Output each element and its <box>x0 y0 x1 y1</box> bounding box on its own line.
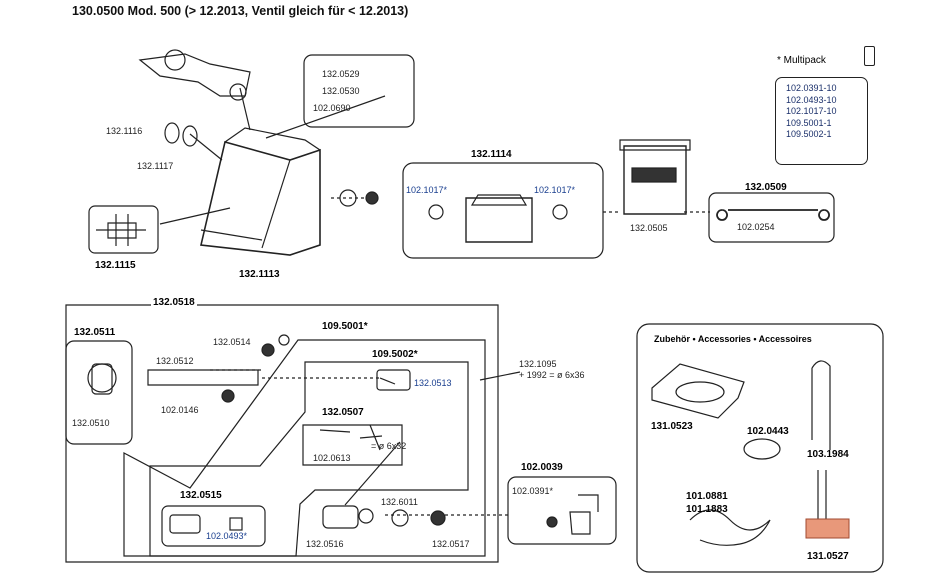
part-label: 132.0511 <box>74 327 116 338</box>
part-label: 102.0443 <box>747 426 789 437</box>
part-label: 102.1017* <box>406 185 448 195</box>
part-label: 132.0509 <box>745 182 787 193</box>
multipack-item: 102.0391-10 <box>786 83 837 93</box>
motor-box <box>402 162 604 259</box>
part-label: 132.0515 <box>180 490 222 501</box>
multipack-item: 109.5001-1 <box>786 117 832 128</box>
box-132-0515 <box>161 505 266 547</box>
diagram-title: 130.0500 Mod. 500 (> 12.2013, Ventil gle… <box>72 4 409 18</box>
part-label: 132.0518 <box>151 297 197 308</box>
multipack-item: 102.0493-10 <box>786 94 837 105</box>
box-102-0039 <box>507 476 617 545</box>
part-label: 132.0514 <box>213 337 251 347</box>
part-label: 103.1984 <box>807 449 849 460</box>
part-label: 132.0517 <box>432 539 470 549</box>
part-label: 132.1116 <box>106 126 143 136</box>
part-label: 132.0507 <box>322 407 364 418</box>
part-label: 131.0527 <box>807 551 849 562</box>
part-label: 132.1113 <box>239 269 280 280</box>
part-label: 109.5002* <box>372 349 418 360</box>
part-label: 101.1883 <box>686 504 728 515</box>
box-132-0507 <box>302 424 403 466</box>
part-label: = ø 6x32 <box>371 441 407 451</box>
part-label: 132.0505 <box>630 223 668 233</box>
part-label: 132.0512 <box>156 356 194 366</box>
part-label: 102.0039 <box>521 462 563 473</box>
part-label: 132.1114 <box>471 149 512 160</box>
multipack-title: * Multipack <box>777 55 826 66</box>
decal-plate-shape <box>805 518 850 539</box>
part-label: 102.0146 <box>161 405 199 415</box>
part-label: 132.0516 <box>306 539 344 549</box>
accessories-title: Zubehör • Accessories • Accessoires <box>654 334 812 344</box>
part-label: 132.1117 <box>137 161 174 171</box>
hose-box <box>708 192 835 243</box>
multipack-item: 102.1017-10 <box>786 106 837 116</box>
part-label: 132.0529 <box>322 69 360 79</box>
bracket-box <box>88 205 159 254</box>
part-label: 132.0513 <box>414 378 452 388</box>
part-label: 102.1017* <box>534 185 576 195</box>
frame-132-0518 <box>65 304 499 563</box>
part-label: 102.0391* <box>512 486 554 496</box>
part-label: 131.0523 <box>651 421 693 432</box>
part-label: 102.0493* <box>206 531 248 541</box>
multipack-list: 102.0391-10 102.0493-10 102.1017-10 109.… <box>775 77 868 165</box>
valve-parts-box <box>303 54 415 128</box>
part-label: 132.6011 <box>381 497 418 507</box>
multipack-item: 109.5002-1 <box>786 129 832 139</box>
part-label: 132.0530 <box>322 86 360 96</box>
part-label: 132.0510 <box>72 418 110 428</box>
part-label: 132.1095 <box>519 359 557 369</box>
pump-box <box>65 340 133 445</box>
part-label: + 1992 = ø 6x36 <box>519 370 585 380</box>
part-label: 102.0254 <box>737 222 775 232</box>
part-label: 102.0613 <box>313 453 351 463</box>
part-label: 101.0881 <box>686 491 728 502</box>
accessories-box <box>636 323 884 573</box>
part-label: 132.1115 <box>95 260 136 271</box>
part-label: 109.5001* <box>322 321 368 332</box>
part-label: 102.0690 <box>313 103 351 113</box>
bottle-icon <box>864 46 875 66</box>
